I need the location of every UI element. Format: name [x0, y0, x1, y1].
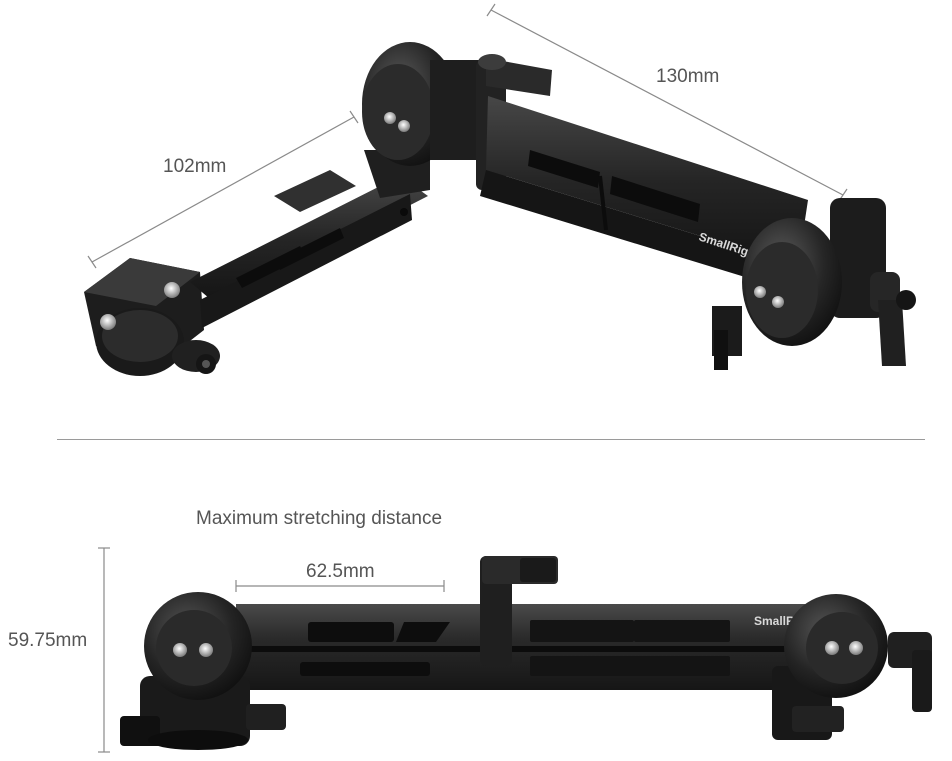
- top-view-illustration: SmallRig: [84, 3, 916, 376]
- dimension-line-59-75: [98, 547, 110, 753]
- left-hub: [120, 592, 286, 750]
- dimension-line-102: [87, 110, 359, 269]
- right-lever-knob: [870, 272, 916, 366]
- section-divider: [57, 439, 925, 440]
- right-hub-bottom: [772, 594, 932, 740]
- left-base-clamp: [84, 258, 204, 376]
- dimension-label-130: 130mm: [656, 66, 720, 87]
- bottom-top-lever: [480, 556, 558, 666]
- dimension-label-62-5: 62.5mm: [306, 561, 375, 582]
- right-arm-plate: SmallRig: [480, 96, 808, 292]
- bottom-view-illustration: SmallRig: [98, 547, 932, 753]
- left-arm-plate: [190, 170, 428, 328]
- right-hub: [712, 198, 886, 370]
- extended-arm-plate: SmallRig: [236, 604, 844, 690]
- dimension-label-102: 102mm: [163, 156, 227, 177]
- dimension-label-59-75: 59.75mm: [8, 630, 88, 651]
- dimension-line-62-5: [235, 580, 445, 592]
- section-caption: Maximum stretching distance: [196, 508, 443, 529]
- left-lever-knob: [172, 340, 220, 374]
- center-hub: [362, 42, 480, 198]
